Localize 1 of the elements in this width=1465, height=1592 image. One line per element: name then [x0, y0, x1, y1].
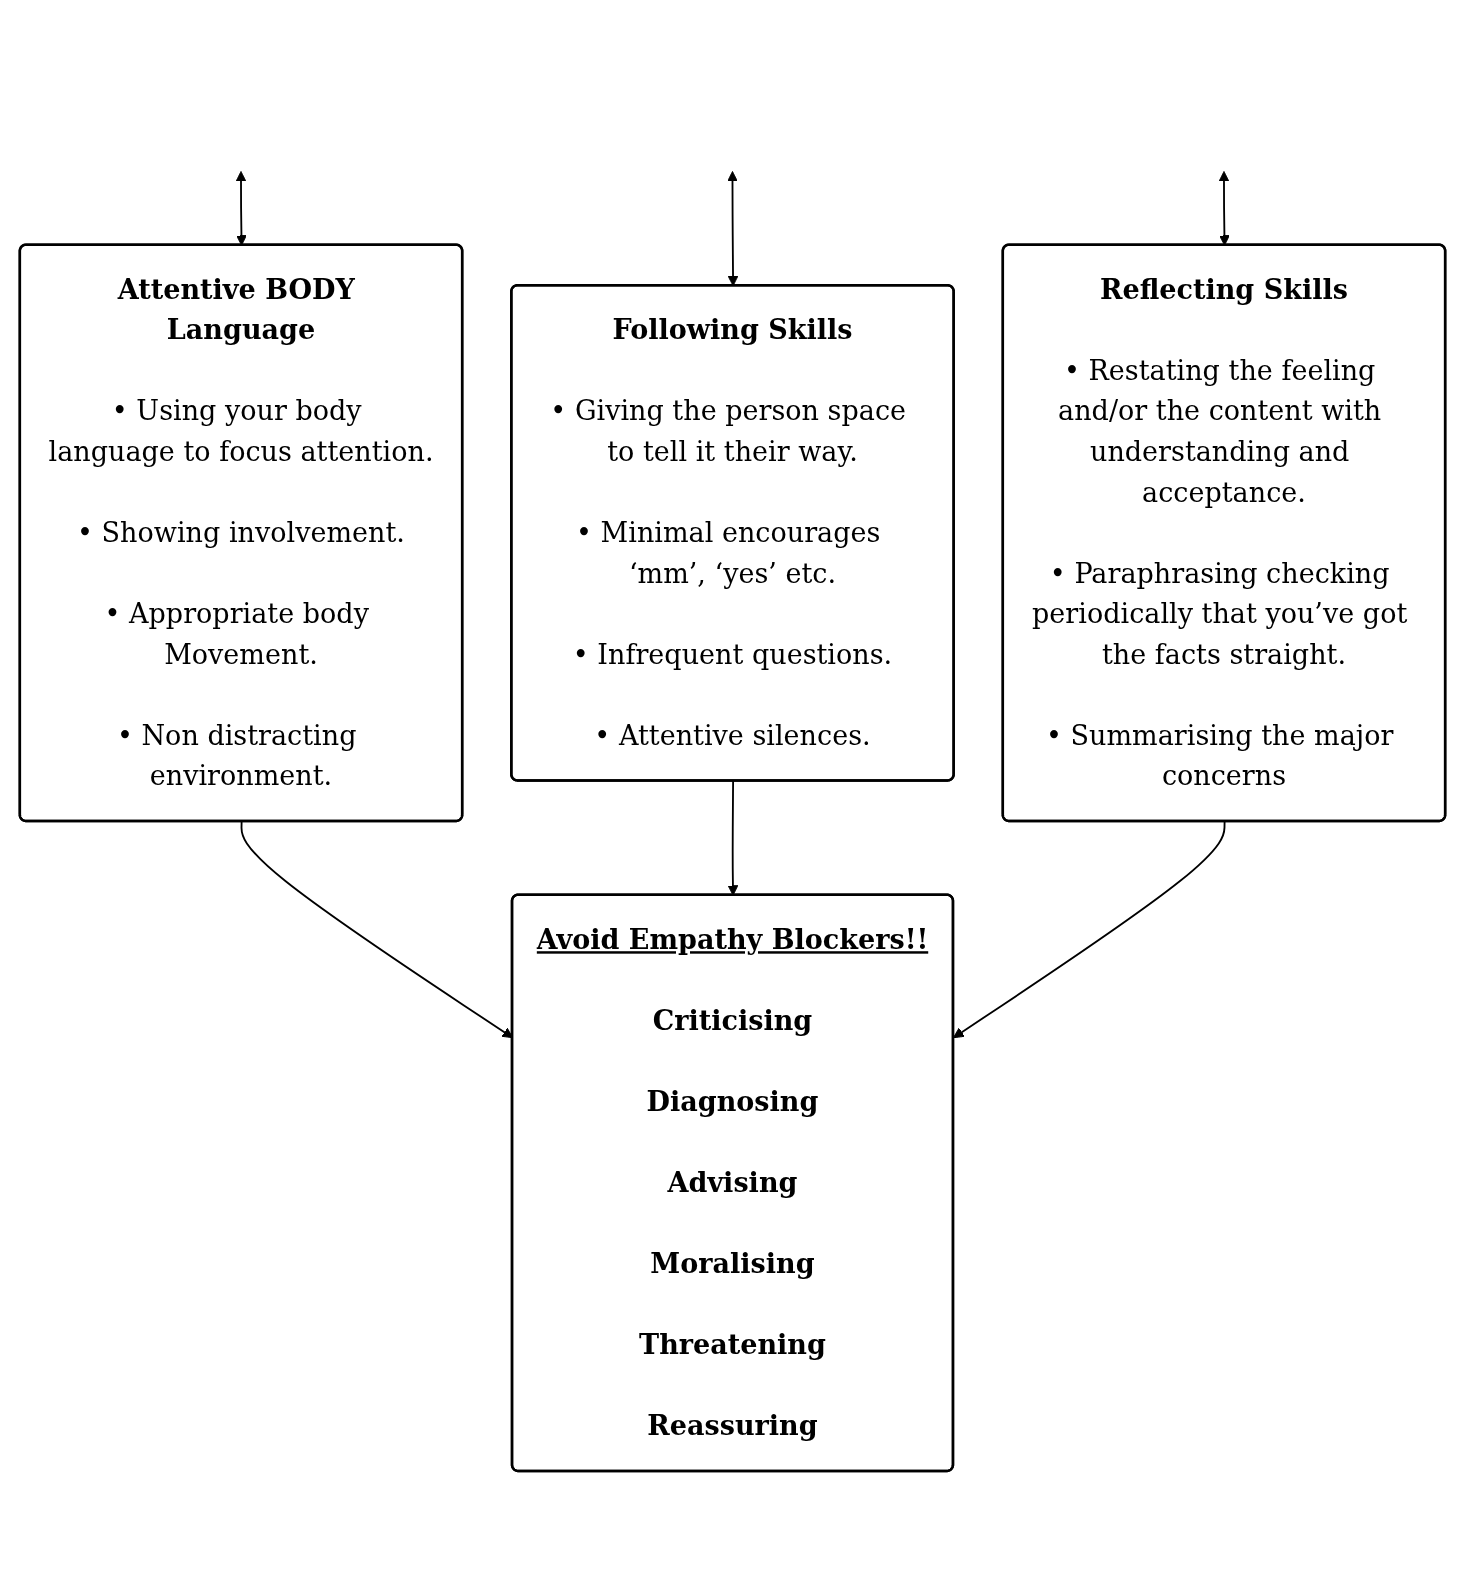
arrow [953, 820, 1226, 1038]
